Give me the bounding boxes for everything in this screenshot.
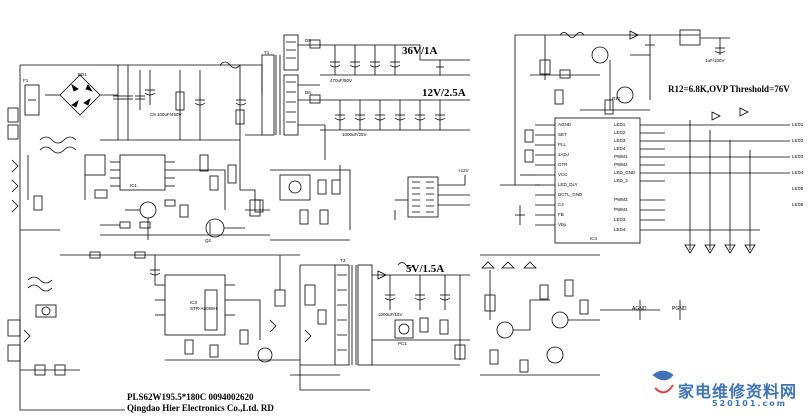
ic4-pin-left-9: C4 [558,202,564,207]
pfc-section [84,61,270,240]
protection-section [480,254,681,376]
bulk-cap-label: C8 100uF/450V [150,112,182,117]
rail-36v-label: 36V/1A [402,45,438,57]
standby-section [60,251,373,391]
t3-label: T3 [340,258,346,263]
bridge-label: BD1 [78,72,87,77]
rail-36v [320,44,470,76]
rail-5v [372,262,470,366]
d36-label: D5 [305,38,311,43]
ic4-pin-left-7: LED_DLY [558,182,578,187]
rail-12v-label: 12V/2.5A [422,87,466,99]
rail-12v [320,99,470,160]
ic4-pin-right-3: LED3 [614,138,626,143]
c36-label: 470uF/50V [330,78,353,83]
r-ovp-label: R12 [612,96,621,101]
pfc-ic-label: IC1 [130,183,138,188]
watermark-url: 520101.com [712,399,788,408]
ic4-pin-right-9: PWM3 [614,197,628,202]
led-string-bus [665,107,790,254]
t1-label: T1 [264,50,270,55]
ac-input-section [7,64,125,411]
company-name: Qingdao Hier Electronics Co.,Ltd. RD [127,403,274,413]
ic4-pin-left-10: FB [558,212,564,217]
repair-logo-icon [652,370,674,394]
c12-label: 1000uF/25V [342,132,367,137]
led-driver-ic [500,117,665,244]
ic4-pin-right-12: LED4 [614,227,626,232]
led-out-2: LED2 [792,138,804,143]
ic4-pin-left-6: VCC [558,172,568,177]
opto-label: PC1 [398,341,407,346]
c-ovp-label: 1uF/100V [705,58,725,63]
ic4-pin-right-4: LED4 [614,146,626,151]
led-out-3: LED3 [792,154,804,159]
model-number: PLS62W195.5*180C 0094002620 [127,392,254,402]
d12-label: D6 [305,90,311,95]
ic4-pin-left-3: PLL [558,142,567,147]
pgnd-label: PGND [672,306,687,312]
ovp-note: R12=6.8K,OVP Threshold=76V [668,84,790,94]
standby-part-label: STR-A6059H [190,306,217,311]
standby-ic-label: IC3 [190,300,198,305]
feedback-section [245,165,351,241]
ic4-pin-right-5: PWM1 [614,154,628,159]
led-out-1: LED1 [792,122,804,127]
ic4-pin-right-6: PWM2 [614,162,628,167]
vcc-label: +12V [458,168,469,173]
ic4-pin-left-1: AGND [558,122,572,127]
q-pfc-label: Q2 [205,238,212,243]
c5-label: 1000uF/16V [378,312,403,317]
ic4-pin-left-2: SET [558,132,567,137]
ic4-pin-left-4: 1ADJ [558,152,570,157]
fuse-label: F1 [23,78,29,83]
ic4-pin-left-11: Vbp [558,222,567,227]
led-out-5: LED5 [792,186,804,191]
ic4-pin-left-8: DCTL_GND [558,192,583,197]
connector-cn [394,175,470,220]
led-driver-ic-label: IC4 [590,236,598,241]
ic4-pin-right-10: PWM4 [614,207,628,212]
ic4-pin-right-8: LED_2 [614,178,628,183]
bridge-rectifier [45,74,118,116]
rail-5v-label: 5V/1.5A [406,263,445,275]
watermark-cn: 家电维修资料网 [678,382,798,401]
ic4-pin-right-2: LED2 [614,130,626,135]
led-out-4: LED4 [792,170,804,175]
agnd-label: AGND [632,306,647,312]
ic4-pin-right-11: LED3 [614,217,626,222]
boost-section [514,29,730,185]
ic4-pin-right-7: LED_GND [614,170,636,175]
ic4-pin-left-5: GTR [558,162,568,167]
led-out-6: LED6 [792,202,804,207]
main-transformer [261,34,325,136]
ic4-pin-right-1: LED1 [614,122,626,127]
